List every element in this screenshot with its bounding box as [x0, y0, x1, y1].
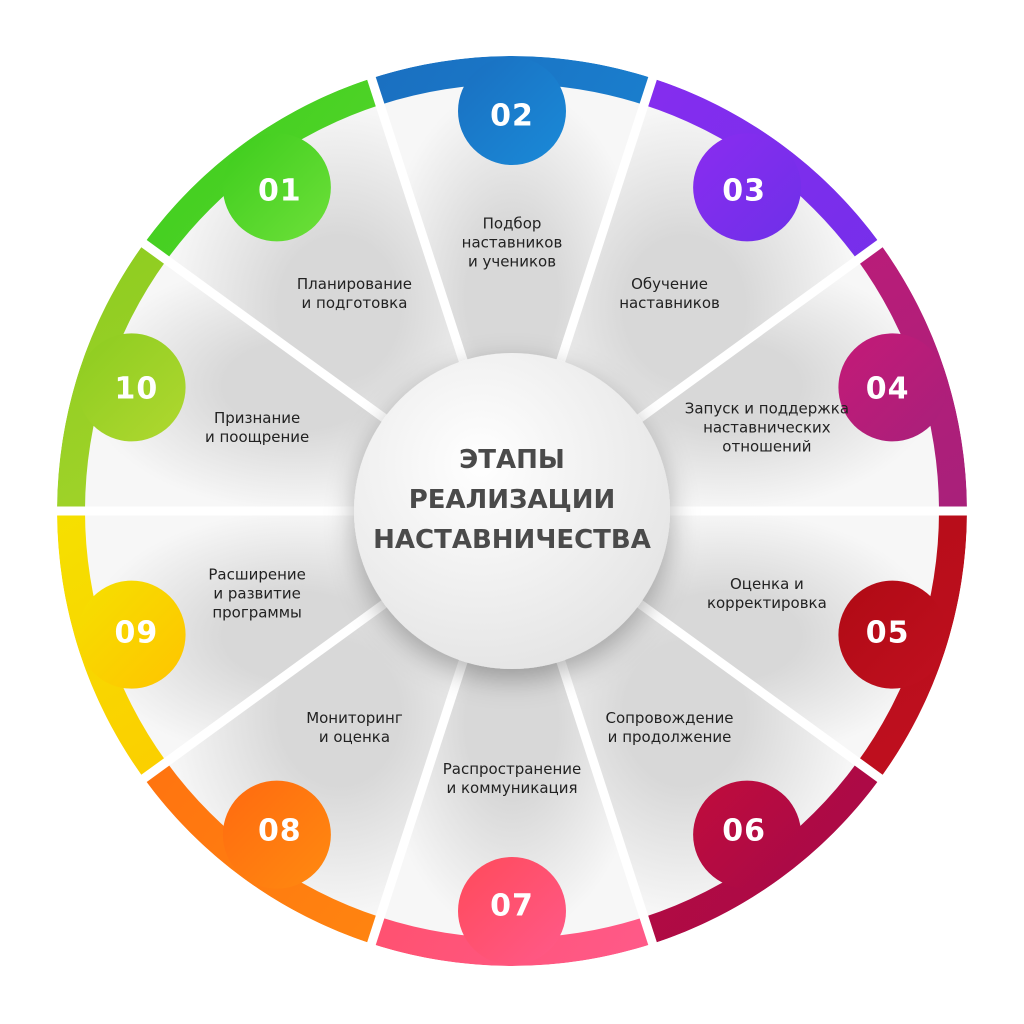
segment-number-03: 03: [722, 173, 767, 209]
segment-number-04: 04: [865, 371, 910, 407]
segment-badge-07: [458, 857, 566, 965]
segment-label-03: Обучение наставников: [619, 275, 720, 313]
segment-badge-08: [222, 780, 331, 889]
segment-badge-02: [458, 57, 566, 165]
center-title: ЭТАПЫ РЕАЛИЗАЦИИ НАСТАВНИЧЕСТВА: [373, 445, 651, 555]
segment-label-07: Распространение и коммуникация: [442, 760, 582, 797]
segment-number-06: 06: [722, 813, 767, 849]
segment-label-09: Расширение и развитие программы: [208, 565, 306, 622]
center-circle: [354, 353, 670, 669]
segment-badge-03: [693, 133, 802, 242]
segment-badge-06: [693, 780, 802, 889]
segment-badge-10: [77, 333, 186, 442]
segment-label-06: Сопровождение и продолжение: [605, 708, 734, 746]
segment-body-02: [380, 84, 644, 511]
segment-label-10: Признание и поощрение: [204, 409, 310, 447]
segment-number-01: 01: [257, 173, 302, 209]
segment-badge-01: [222, 133, 331, 242]
segment-label-08: Мониторинг и оценка: [306, 708, 403, 746]
segment-label-02: Подбор наставников и учеников: [461, 214, 563, 271]
segment-number-08: 08: [257, 813, 302, 849]
segment-label-05: Оценка и корректировка: [706, 574, 827, 612]
segment-badge-09: [77, 580, 186, 689]
segment-badge-04: [838, 333, 947, 442]
segment-number-05: 05: [865, 615, 910, 651]
segment-number-10: 10: [114, 371, 159, 407]
segment-badge-05: [838, 580, 947, 689]
segment-number-07: 07: [490, 888, 534, 924]
segment-body-07: [380, 511, 644, 939]
segment-label-04: Запуск и поддержка наставнических отноше…: [684, 399, 850, 456]
segment-label-01: Планирование и подготовка: [296, 275, 413, 313]
segment-number-09: 09: [114, 615, 159, 651]
segment-number-02: 02: [490, 98, 534, 134]
